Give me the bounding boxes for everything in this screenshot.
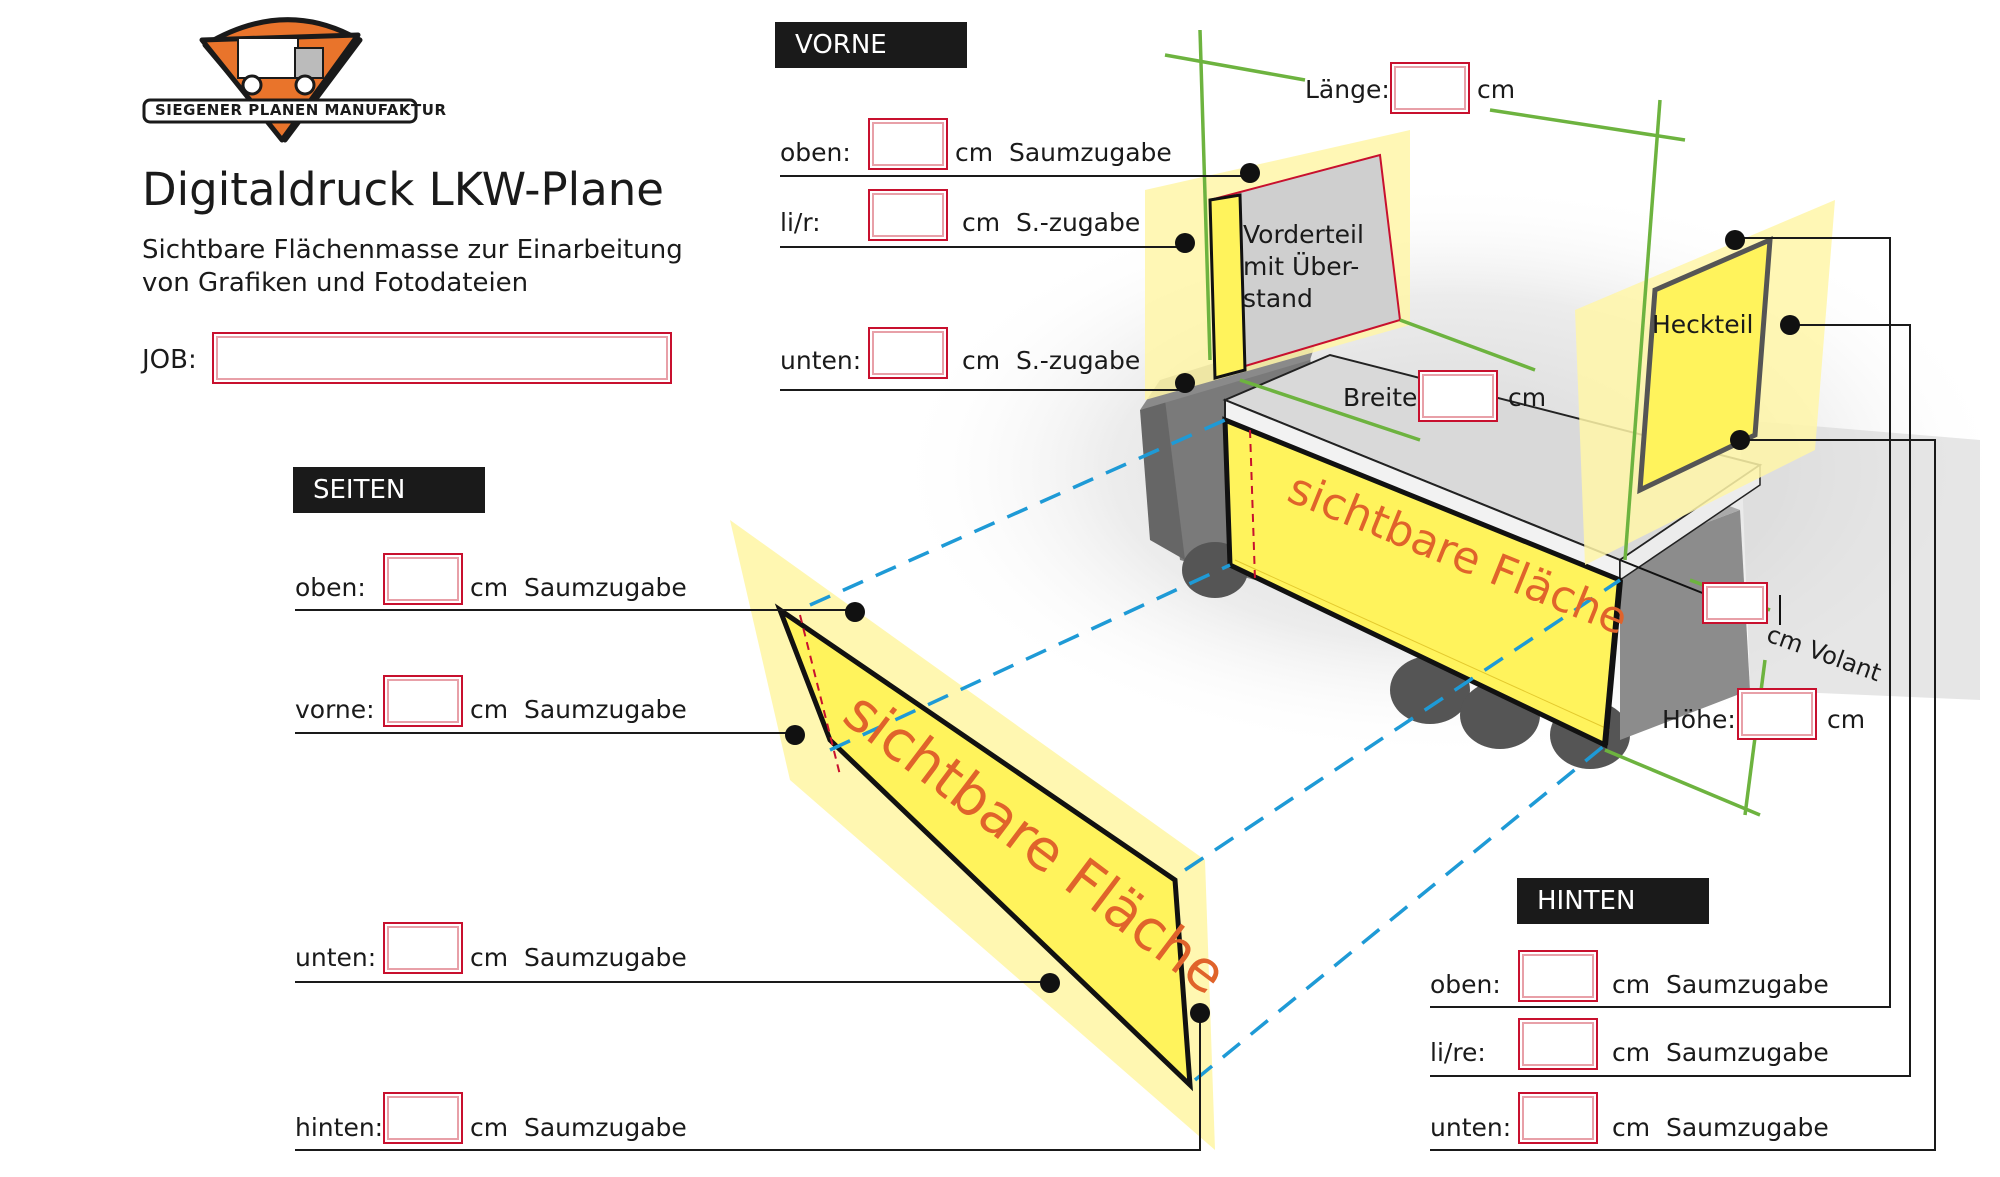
breite-unit: cm (1508, 383, 1547, 412)
hinten-unten-input[interactable] (1518, 1092, 1598, 1144)
page-title: Digitaldruck LKW-Plane (142, 163, 664, 216)
logo-text: SIEGENER PLANEN MANUFAKTUR (155, 101, 447, 119)
breite-input[interactable] (1418, 370, 1498, 422)
hinten-unten-suffix: cm Saumzugabe (1612, 1113, 1829, 1142)
vorne-oben-label: oben: (780, 138, 851, 167)
projection-lines (809, 418, 1621, 1082)
vorne-unten-input[interactable] (868, 327, 948, 379)
seiten-oben-suffix: cm Saumzugabe (470, 573, 687, 602)
seiten-vorne-input[interactable] (383, 675, 463, 727)
breite-label: Breite: (1343, 383, 1426, 412)
hoehe-input[interactable] (1737, 688, 1817, 740)
seiten-hinten-label: hinten: (295, 1113, 384, 1142)
vorne-header: VORNE (775, 22, 967, 68)
seiten-hinten-input[interactable] (383, 1092, 463, 1144)
seiten-hinten-suffix: cm Saumzugabe (470, 1113, 687, 1142)
hoehe-unit: cm (1827, 705, 1866, 734)
dimension-guides (1164, 29, 1771, 817)
laenge-label: Länge: (1305, 75, 1390, 104)
hinten-header: HINTEN (1517, 878, 1709, 924)
vorne-unten-label: unten: (780, 346, 862, 375)
laenge-input[interactable] (1390, 62, 1470, 114)
hinten-oben-input[interactable] (1518, 950, 1598, 1002)
hoehe-label: Höhe: (1662, 705, 1736, 734)
vorne-unten-suffix: cm S.-zugabe (962, 346, 1141, 375)
hinten-oben-suffix: cm Saumzugabe (1612, 970, 1829, 999)
vorne-lir-input[interactable] (868, 189, 948, 241)
seiten-unten-input[interactable] (383, 922, 463, 974)
vorne-lir-suffix: cm S.-zugabe (962, 208, 1141, 237)
vorne-oben-suffix: cm Saumzugabe (955, 138, 1172, 167)
truck-rear-block (1620, 510, 1750, 740)
seiten-oben-label: oben: (295, 573, 366, 602)
vorne-lir-label: li/r: (780, 208, 821, 237)
hinten-lire-label: li/re: (1430, 1038, 1486, 1067)
logo (142, 17, 418, 143)
hinten-oben-label: oben: (1430, 970, 1501, 999)
seiten-header: SEITEN (293, 467, 485, 513)
side-visible-area (774, 603, 1193, 1092)
vorderteil-label-line1: Vorderteil (1243, 220, 1364, 249)
vorderteil-label-line2: mit Über- (1243, 252, 1360, 281)
vorderteil-label-line3: stand (1243, 284, 1313, 313)
seiten-vorne-suffix: cm Saumzugabe (470, 695, 687, 724)
heckteil-visible-area (1637, 236, 1773, 495)
seiten-unten-suffix: cm Saumzugabe (470, 943, 687, 972)
laenge-unit: cm (1477, 75, 1516, 104)
subtitle-line2: von Grafiken und Fotodateien (142, 268, 529, 298)
vorne-oben-input[interactable] (868, 118, 948, 170)
seiten-vorne-label: vorne: (295, 695, 375, 724)
volant-input[interactable] (1702, 582, 1768, 624)
seiten-oben-input[interactable] (383, 553, 463, 605)
seiten-unten-label: unten: (295, 943, 377, 972)
hinten-lire-suffix: cm Saumzugabe (1612, 1038, 1829, 1067)
hinten-unten-label: unten: (1430, 1113, 1512, 1142)
leader-dots (785, 163, 1800, 1023)
heckteil-label: Heckteil (1652, 310, 1754, 339)
job-label: JOB: (142, 345, 197, 375)
job-input[interactable] (212, 332, 672, 384)
hinten-lire-input[interactable] (1518, 1018, 1598, 1070)
subtitle-line1: Sichtbare Flächenmasse zur Einarbeitung (142, 235, 683, 265)
